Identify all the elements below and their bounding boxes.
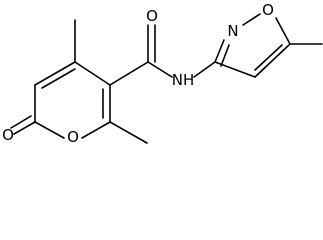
amide-bonds — [109, 24, 216, 86]
atom-label-amide-oxygen: O — [146, 7, 158, 25]
atom-label-ring-oxygen: O — [67, 128, 79, 146]
bond-c3-n — [214, 39, 225, 63]
atom-label-carbonyl-oxygen: O — [2, 126, 14, 144]
atom-labels: O O O NH N O — [2, 1, 274, 146]
bond-carbonyl-c-n — [147, 61, 173, 78]
bond-c3-n-inner — [220, 44, 230, 67]
bond-ring-o-c2 — [34, 121, 65, 139]
pyranone-ring-bonds — [10, 61, 111, 139]
bond-n-o — [242, 13, 261, 26]
bond-c5-carbonyl-c — [109, 61, 149, 86]
bond-c4-c5 — [74, 61, 111, 86]
bond-c6-methyl — [109, 121, 148, 144]
atom-label-isoxazole-oxygen: O — [262, 1, 274, 19]
bond-c5-c4 — [254, 43, 291, 78]
bond-o-c5 — [275, 17, 291, 45]
bond-n-isoxazole-c3 — [193, 61, 216, 78]
bond-c4-c3 — [214, 61, 256, 78]
bond-c2-carbonyl-o-b — [10, 115, 32, 129]
methyl-bonds — [74, 19, 148, 144]
bond-c5-c4-inner — [254, 44, 283, 71]
atom-label-amide-nitrogen: NH — [172, 71, 195, 89]
bond-c3-c4-inner — [41, 68, 76, 89]
bond-c3-c4 — [34, 61, 76, 86]
bond-c6-ring-o — [81, 121, 111, 139]
chemical-structure-diagram: O O O NH N O — [2, 1, 323, 146]
bond-c2-carbonyl-o-a — [13, 121, 36, 135]
atom-label-isoxazole-nitrogen: N — [227, 22, 238, 40]
isoxazole-ring-bonds — [214, 13, 323, 78]
